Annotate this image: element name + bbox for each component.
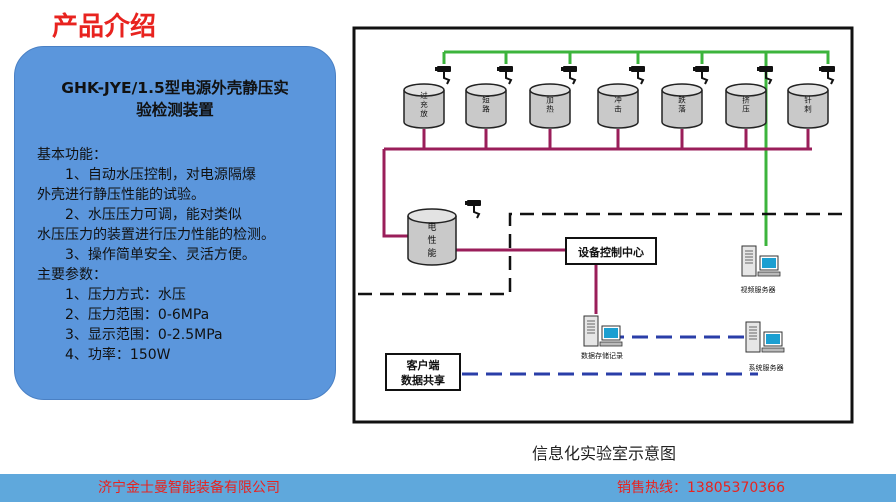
tank-label: 跌	[678, 95, 686, 105]
tank: 过充放	[403, 83, 445, 129]
main-tank-label: 电	[427, 221, 436, 233]
tank: 短路	[465, 83, 507, 129]
param-line: 3、显示范围：0-2.5MPa	[37, 327, 223, 343]
product-title: GHK-JYE/1.5型电源外壳静压实 验检测装置	[61, 79, 289, 119]
main-tank: 电性能	[407, 208, 457, 266]
tank: 加热	[529, 83, 571, 129]
camera-icon	[819, 66, 835, 85]
video-server-icon	[741, 245, 781, 277]
tank-label: 压	[742, 105, 750, 114]
camera-icon	[561, 66, 577, 85]
sales-hotline: 销售热线：13805370366	[617, 480, 785, 496]
function-line: 3、操作简单安全、灵活方便。	[37, 247, 256, 263]
tank-label: 放	[420, 108, 428, 118]
tank-label: 热	[546, 104, 554, 114]
page-title: 产品介绍	[52, 12, 157, 42]
system-server-label: 系统服务器	[749, 363, 784, 372]
diagram-caption: 信息化实验室示意图	[531, 444, 676, 463]
camera-icon	[757, 66, 773, 85]
tank-label: 针	[804, 95, 812, 105]
diagram-frame	[352, 26, 854, 424]
data-storage-label: 数据存储记录	[581, 351, 623, 360]
tank-label: 刺	[804, 105, 812, 114]
tank-label: 挤	[742, 95, 750, 105]
product-description: 基本功能： 1、自动水压控制，对电源隔爆 外壳进行静压性能的试验。 2、水压压力…	[37, 145, 337, 365]
client-box	[385, 353, 461, 391]
param-line: 2、压力范围：0-6MPa	[37, 307, 210, 323]
control-center-label: 设备控制中心	[578, 245, 644, 259]
product-info-panel: GHK-JYE/1.5型电源外壳静压实 验检测装置 基本功能： 1、自动水压控制…	[14, 46, 336, 400]
function-line: 外壳进行静压性能的试验。	[37, 187, 205, 203]
function-line: 2、水压压力可调，能对类似	[37, 207, 242, 223]
param-line: 4、功率：150W	[37, 347, 171, 363]
tank-label: 落	[678, 104, 686, 114]
tank: 挤压	[725, 83, 767, 129]
main-tank-label: 能	[427, 247, 436, 259]
tank-label: 冲	[614, 95, 622, 105]
client-label-line1: 客户端	[406, 358, 440, 372]
camera-icon	[435, 66, 451, 85]
tank-label: 加	[546, 95, 554, 105]
param-line: 1、压力方式：水压	[37, 287, 186, 303]
data-lines	[382, 129, 812, 314]
video-server-label: 视频服务器	[741, 285, 776, 294]
network-boundary	[358, 212, 846, 296]
tank: 跌落	[661, 83, 703, 129]
tank: 针刺	[787, 83, 829, 129]
function-line: 1、自动水压控制，对电源隔爆	[37, 167, 256, 183]
tank-label: 击	[614, 104, 622, 114]
network-links	[462, 335, 758, 376]
tank-label: 过	[420, 90, 428, 100]
function-line: 水压压力的装置进行压力性能的检测。	[37, 227, 275, 243]
camera-icon	[693, 66, 709, 85]
servers	[583, 245, 785, 353]
tank-label: 短	[482, 95, 490, 105]
cameras	[435, 66, 835, 219]
footer-bar: 济宁金士曼智能装备有限公司 销售热线：13805370366	[0, 474, 896, 502]
company-name: 济宁金士曼智能装备有限公司	[98, 480, 280, 496]
tank-label: 充	[420, 99, 428, 109]
control-center-box	[565, 237, 657, 265]
camera-icon	[465, 200, 481, 219]
system-server-icon	[745, 321, 785, 353]
client-label-line2: 数据共享	[401, 373, 445, 387]
main-tank-label: 性	[427, 234, 436, 246]
camera-icon	[497, 66, 513, 85]
data-storage-icon	[583, 315, 623, 347]
tank: 冲击	[597, 83, 639, 129]
camera-icon	[629, 66, 645, 85]
tank-label: 路	[482, 104, 490, 114]
functions-heading: 基本功能：	[37, 147, 107, 163]
params-heading: 主要参数：	[37, 267, 107, 283]
